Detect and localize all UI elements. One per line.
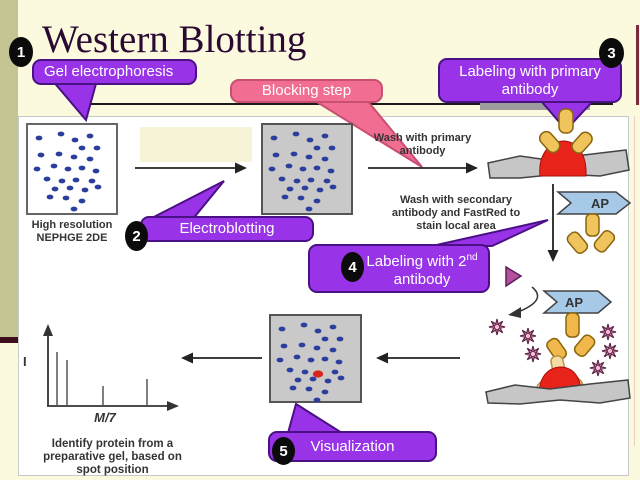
- right-edge-line: [634, 116, 635, 446]
- y-axis-label: I: [23, 354, 27, 369]
- wash-primary-arrow: [368, 162, 478, 174]
- curved-arrow: [508, 286, 539, 318]
- labeling-secondary-text: Labeling with 2: [366, 252, 467, 270]
- membrane-box: [261, 123, 353, 215]
- visualization-spots: [276, 322, 345, 403]
- blocking-step-label: Blocking step: [261, 82, 352, 99]
- membrane-sheet: [140, 127, 252, 162]
- x-axis-label: M/7: [94, 410, 116, 425]
- electroblotting-callout: Electroblotting: [140, 216, 314, 242]
- wash-primary-line2: antibody: [399, 145, 446, 157]
- primary-antibody-illustration: [487, 108, 630, 179]
- slide-title: Western Blotting: [42, 18, 307, 61]
- labeling-secondary-label: Labeling with 2nd antibody: [366, 249, 477, 289]
- step-5-number: 5: [279, 442, 288, 460]
- wash-secondary-line2: antibody and FastRed to: [391, 207, 521, 219]
- visualization-box: [269, 314, 362, 403]
- step-3-badge: 3: [599, 38, 624, 68]
- detection-illustration: [485, 290, 631, 405]
- labeling-primary-callout: Labeling with primary antibody: [438, 58, 622, 103]
- fastred-triangle: [505, 265, 523, 288]
- gel-caption-line2: NEPHGE 2DE: [36, 232, 108, 244]
- identify-line1: Identify protein from a: [51, 438, 174, 450]
- gel-spots: [33, 131, 102, 212]
- to-visualization-arrow: [376, 352, 460, 364]
- step-3-number: 3: [607, 44, 616, 62]
- spectrum-peaks: [56, 352, 148, 406]
- wash-primary-line1: Wash with primary: [373, 132, 472, 144]
- right-maroon-bar: [636, 25, 639, 105]
- visualization-label: Visualization: [310, 437, 395, 455]
- gel-caption-line1: High resolution: [31, 219, 113, 231]
- step-2-number: 2: [132, 227, 141, 245]
- step-1-badge: 1: [9, 37, 33, 67]
- blocking-step-callout: Blocking step: [230, 79, 383, 103]
- wash-secondary-line3: stain local area: [416, 220, 496, 232]
- wash-secondary-line1: Wash with secondary: [399, 194, 513, 206]
- visualization-callout: Visualization: [268, 431, 437, 462]
- ap-ribbon-top: [555, 191, 632, 254]
- callout-shadow: [480, 102, 590, 110]
- to-chart-arrow: [181, 352, 262, 364]
- curved-arrow-head: [508, 307, 521, 318]
- transfer-arrow: [135, 162, 247, 174]
- step-2-badge: 2: [125, 221, 148, 251]
- step-4-number: 4: [348, 258, 357, 276]
- membrane-spots: [268, 131, 337, 212]
- identify-line2: preparative gel, based on: [43, 451, 182, 463]
- gel-caption: High resolution NEPHGE 2DE: [22, 219, 122, 245]
- ap-label-bottom: AP: [564, 295, 584, 310]
- labeling-secondary-callout: Labeling with 2nd antibody: [308, 244, 490, 293]
- gel-electrophoresis-label: Gel electrophoresis: [44, 63, 174, 80]
- step-4-badge: 4: [341, 252, 364, 282]
- labeling-secondary-line2: antibody: [393, 270, 451, 288]
- identify-label: Identify protein from a preparative gel,…: [35, 438, 190, 477]
- down-arrow: [547, 184, 559, 262]
- labeling-primary-label: Labeling with primary antibody: [459, 62, 601, 98]
- detected-spot: [312, 370, 324, 378]
- ap-label-top: AP: [590, 196, 610, 211]
- left-stripe: [0, 0, 18, 339]
- wash-secondary-label: Wash with secondary antibody and FastRed…: [383, 194, 529, 233]
- gel-box: [26, 123, 118, 215]
- electroblotting-label: Electroblotting: [179, 220, 275, 237]
- step-5-badge: 5: [272, 437, 295, 465]
- identify-line3: spot position: [76, 464, 149, 476]
- labeling-secondary-sup: nd: [466, 251, 478, 263]
- callout-tails: [49, 79, 595, 434]
- gel-electrophoresis-callout: Gel electrophoresis: [32, 59, 197, 85]
- left-stripe-maroon-mark: [0, 337, 18, 343]
- wash-primary-label: Wash with primary antibody: [365, 132, 480, 158]
- spectrum-chart: [43, 324, 179, 411]
- step-1-number: 1: [16, 43, 26, 61]
